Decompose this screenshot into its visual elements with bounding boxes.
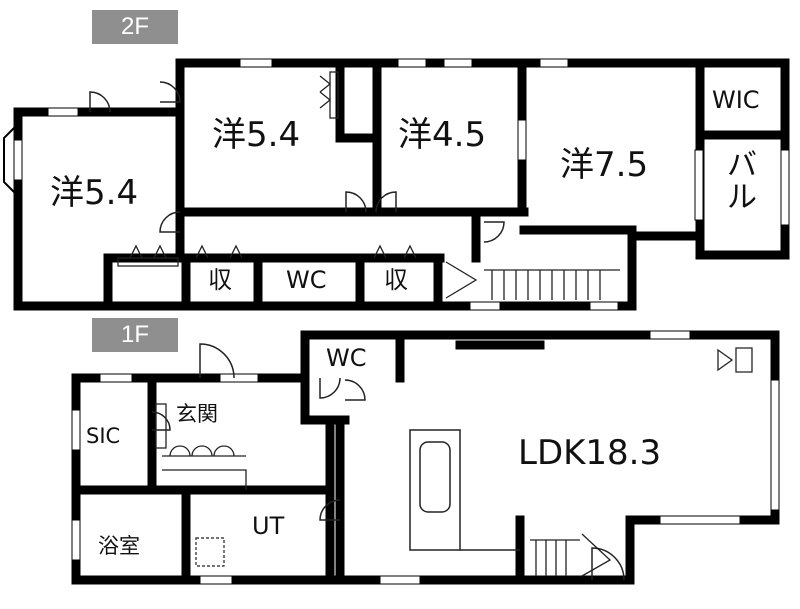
closet-markers [117, 71, 417, 267]
room-shoe-closet: SIC [86, 424, 121, 448]
room-bedroom-a: 洋5.4 [212, 115, 301, 155]
room-walk-in-closet: WIC [712, 86, 760, 114]
room-entrance: 玄関 [176, 402, 218, 426]
room-bedroom-main: 洋7.5 [560, 145, 649, 185]
floor-tag-2f: 2F [92, 10, 178, 44]
room-west-bedroom: 洋5.4 [50, 173, 139, 213]
room-bedroom-b: 洋4.5 [398, 115, 487, 155]
outer-wall-1f [71, 330, 780, 585]
windows-2f [13, 58, 790, 311]
stairs-1f [530, 533, 612, 577]
room-bathroom: 浴室 [98, 534, 140, 558]
room-balcony: バル [727, 148, 757, 215]
room-toilet-2f: WC [286, 266, 327, 294]
room-utility: UT [252, 512, 285, 540]
bay-window [3, 127, 15, 193]
stairs-2f [445, 261, 620, 300]
room-ldk: LDK18.3 [518, 433, 662, 473]
entrance-details [155, 403, 247, 490]
wall-a-closet [335, 63, 382, 143]
walls-1f [71, 330, 780, 585]
room-storage-2: 収 [384, 266, 408, 294]
fridge-marker [717, 347, 753, 373]
floor-tag-1f: 1F [92, 318, 178, 352]
kitchen-counter [409, 429, 520, 551]
doors-2f [89, 81, 505, 243]
windows-1f [71, 330, 780, 585]
room-storage-1: 収 [208, 266, 232, 294]
washer-space [195, 537, 225, 567]
room-toilet-1f: WC [326, 344, 367, 372]
wall-wc-1f [300, 330, 350, 425]
